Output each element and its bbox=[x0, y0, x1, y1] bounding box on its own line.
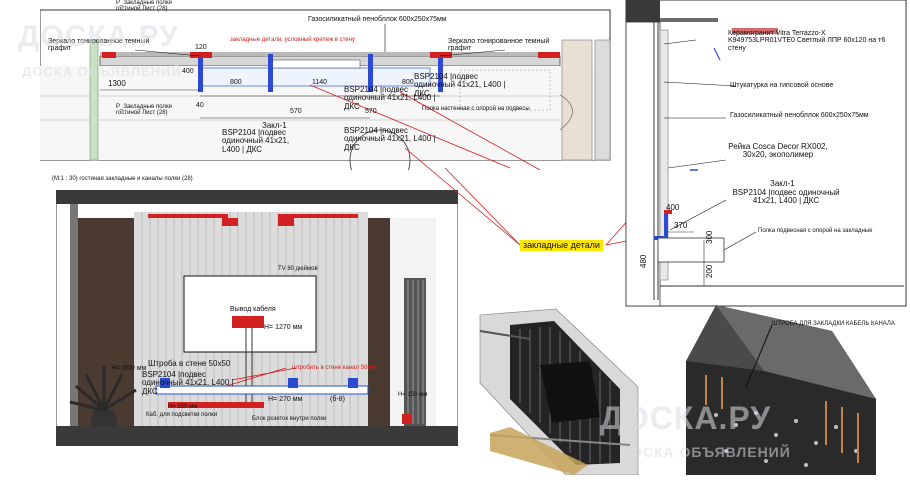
elevation-view: TV 80 дюймов Вывод кабеля Н= 1270 мм Штр… bbox=[56, 190, 458, 446]
dim-400: 400 bbox=[182, 68, 194, 75]
channel-note: штробить в стене канал 50мм bbox=[292, 365, 376, 371]
dim-200-section: 200 bbox=[705, 264, 714, 278]
section-zakl-label: Закл-1 bbox=[770, 179, 795, 188]
dim-570b: 570 bbox=[365, 108, 377, 115]
dim-1140: 1140 bbox=[312, 79, 328, 86]
mortgage-note: закладные детали, условный крепеж в стен… bbox=[230, 37, 355, 43]
ceramic-label: Керамогранит Vitra Terrazzo-X K949753LPR… bbox=[728, 30, 886, 52]
watermark-bottom-tag: ДОСКА ОБЪЯВЛЕНИЙ bbox=[620, 444, 791, 460]
render-3d-left bbox=[470, 305, 670, 476]
mortgage-top-label: Р_Закладные полки гостиной Лист (28) bbox=[116, 0, 172, 13]
mirror-left-label: Зеркало тонированное темный графит bbox=[48, 38, 150, 53]
render-3d-right: ШТРОБА ДЛЯ ЗАКЛАДКИ КАБЕЛЬ КАНАЛА bbox=[676, 305, 910, 475]
sockets-label: Блок розеток внутри полки bbox=[252, 416, 327, 422]
section-view: Керамогранит Vitra Terrazzo-X K949753LPR… bbox=[624, 0, 910, 308]
plaster-label: Штукатурка на гипсовой основе bbox=[730, 82, 834, 89]
watermark-top-tag: ДОСКА ОБЪЯВЛЕНИЙ bbox=[22, 64, 182, 79]
elev-bsp-label: BSP2104 |подвес одиночный 41х21, L400 | … bbox=[142, 370, 234, 396]
dim-300-section: 300 bbox=[705, 230, 714, 244]
elevation-drawing bbox=[56, 190, 458, 446]
render-3d-right-drawing bbox=[686, 305, 876, 475]
h270-label: Н= 270 мм bbox=[268, 396, 303, 403]
mortgage-bottom-label: Р_Закладные полки гостиной Лист (28) bbox=[116, 104, 172, 117]
watermark-bottom: ДОСКА.РУ bbox=[600, 400, 771, 437]
gas-block-label: Газосиликатный пенобллок 600х250х75мм bbox=[308, 16, 447, 23]
section-drawing bbox=[625, 0, 907, 307]
watermark-brand-bottom: ДОСКА.РУ bbox=[600, 400, 772, 436]
plan-drawing bbox=[40, 9, 611, 170]
lighting-label: Каб. для подсветки полки bbox=[146, 412, 218, 418]
bsp-label-c: BSP2104 |подвес одиночный 41х21, L400 | … bbox=[222, 128, 290, 154]
h150-label: Н= 150 мм bbox=[398, 392, 428, 398]
render-3d-left-drawing bbox=[479, 308, 639, 476]
shelf-section-label: Полка подвесная с опорой на закладные bbox=[758, 228, 873, 234]
dim-400-section: 400 bbox=[666, 203, 680, 212]
mirror-right-label: Зеркало тонированное темный графит bbox=[448, 38, 550, 53]
mark-label: (б-8) bbox=[330, 396, 345, 403]
section-bsp-label: BSP2104 |подвес одиночный 41х21, L400 | … bbox=[732, 188, 840, 206]
mortgage-callout: закладные детали bbox=[520, 240, 603, 252]
h650-label: Н= 650 мм bbox=[112, 365, 147, 372]
gas-block-section-label: Газосиликатный пенобллок 600х250х75мм bbox=[730, 112, 869, 119]
watermark-top: ДОСКА.РУ bbox=[18, 20, 179, 54]
mount-post-3 bbox=[368, 54, 373, 92]
tv-label: TV 80 дюймов bbox=[278, 266, 318, 272]
mount-post-2 bbox=[268, 54, 273, 92]
dim-1300: 1300 bbox=[108, 79, 126, 88]
h250-label: Н= 250 мм bbox=[168, 404, 198, 410]
watermark-tag-top: ДОСКА ОБЪЯВЛЕНИЙ bbox=[22, 64, 182, 79]
watermark-brand-top: ДОСКА.РУ bbox=[18, 20, 179, 53]
dim-370-section: 370 bbox=[674, 221, 688, 230]
mount-post-4 bbox=[438, 54, 443, 92]
h1270-label: Н= 1270 мм bbox=[264, 324, 303, 331]
plan-view: Газосиликатный пенобллок 600х250х75мм Зе… bbox=[40, 0, 612, 170]
dim-570a: 570 bbox=[290, 108, 302, 115]
bsp-label-a: BSP2104 |подвес одиночный 41х21, L400 | … bbox=[414, 72, 506, 98]
dim-800b: 800 bbox=[402, 79, 414, 86]
shelf-note: Полка настенная с опорой на подвесы bbox=[422, 106, 530, 112]
bsp-label-b: BSP2104 |подвес одиночный 41х21, L400 | … bbox=[344, 85, 436, 111]
zakl-1-label: Закл-1 bbox=[262, 121, 287, 130]
dim-800a: 800 bbox=[230, 79, 242, 86]
dim-480-section: 480 bbox=[639, 254, 648, 268]
bsp-label-d: BSP2104 |подвес одиночный 41х21, L400 | … bbox=[344, 126, 436, 152]
channel-label: Штроба в стене 50х50 bbox=[148, 359, 231, 368]
rail-label: Рейка Cosca Decor RX002, 30х20, экополим… bbox=[728, 142, 828, 160]
mount-post-1 bbox=[198, 54, 203, 92]
dim-40: 40 bbox=[196, 102, 204, 109]
elevation-title: (М:1 : 30) гостиная закладные и каналы п… bbox=[52, 176, 193, 182]
channel-section-label: ШТРОБА ДЛЯ ЗАКЛАДКИ КАБЕЛЬ КАНАЛА bbox=[772, 321, 895, 327]
cable-label: Вывод кабеля bbox=[230, 306, 276, 313]
dim-120: 120 bbox=[195, 44, 207, 51]
watermark-tag-bottom: ДОСКА ОБЪЯВЛЕНИЙ bbox=[620, 444, 791, 460]
